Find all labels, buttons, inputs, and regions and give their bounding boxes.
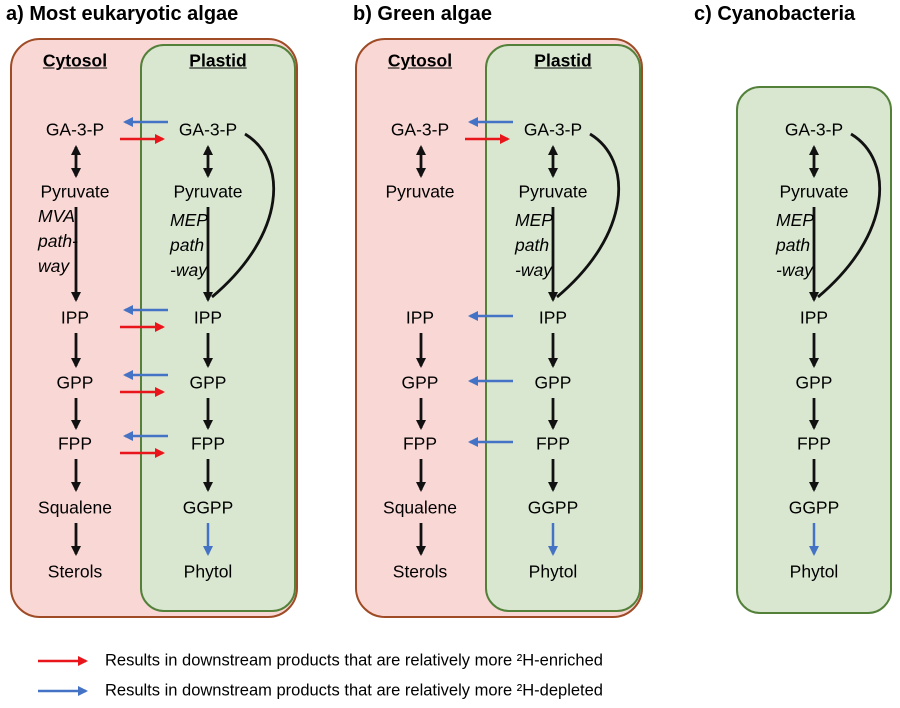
panel-most-eukaryotic-algae: a) Most eukaryotic algae bbox=[0, 0, 320, 640]
pathway-line: MEP bbox=[515, 210, 553, 230]
metabolite-label: Phytol bbox=[183, 561, 233, 582]
metabolite-label: IPP bbox=[193, 307, 223, 328]
metabolite-label: GPP bbox=[795, 372, 833, 393]
metabolite-label: Squalene bbox=[38, 497, 112, 518]
metabolite-label: Pyruvate bbox=[173, 181, 243, 202]
metabolite-label: GGPP bbox=[527, 497, 579, 518]
metabolite-label: Pyruvate bbox=[385, 181, 455, 202]
metabolite-label: Squalene bbox=[383, 497, 457, 518]
pathway-line: MEP bbox=[170, 210, 208, 230]
legend-text-depleted: Results in downstream products that are … bbox=[105, 681, 603, 700]
metabolite-label: IPP bbox=[538, 307, 568, 328]
metabolite-label: GA-3-P bbox=[523, 119, 583, 140]
metabolite-label: GA-3-P bbox=[390, 119, 450, 140]
panel-title: a) Most eukaryotic algae bbox=[6, 3, 239, 25]
metabolite-label: Pyruvate bbox=[40, 181, 110, 202]
panel-green-algae: b) Green algae Cytosol Plastid bbox=[345, 0, 665, 640]
curve-ga3p-ipp bbox=[817, 132, 881, 299]
metabolite-label: FPP bbox=[190, 433, 226, 454]
plastid-header: Plastid bbox=[534, 50, 592, 71]
metabolite-label: IPP bbox=[60, 307, 90, 328]
cytosol-header: Cytosol bbox=[42, 50, 108, 71]
mva-pathway-label: MVA path- way bbox=[38, 204, 78, 279]
cytosol-header: Cytosol bbox=[387, 50, 453, 71]
pathway-line: -way bbox=[515, 260, 552, 280]
panel-b-arrows bbox=[416, 117, 620, 556]
metabolite-label: GA-3-P bbox=[784, 119, 844, 140]
metabolite-label: Pyruvate bbox=[779, 181, 849, 202]
pathway-line: path bbox=[776, 235, 811, 255]
metabolite-label: GPP bbox=[401, 372, 439, 393]
pathway-line: path bbox=[515, 235, 550, 255]
mep-pathway-label: MEP path -way bbox=[776, 208, 814, 283]
metabolite-label: GGPP bbox=[182, 497, 234, 518]
metabolite-label: GGPP bbox=[788, 497, 840, 518]
pathway-line: path- bbox=[38, 231, 78, 251]
metabolite-label: GPP bbox=[189, 372, 227, 393]
pathway-line: MVA bbox=[38, 206, 75, 226]
metabolite-label: GA-3-P bbox=[178, 119, 238, 140]
metabolite-label: Sterols bbox=[392, 561, 448, 582]
metabolite-label: Phytol bbox=[528, 561, 578, 582]
legend-text-enriched: Results in downstream products that are … bbox=[105, 651, 603, 670]
metabolite-label: IPP bbox=[405, 307, 435, 328]
panel-title: b) Green algae bbox=[353, 3, 492, 25]
metabolite-label: Pyruvate bbox=[518, 181, 588, 202]
pathway-line: MEP bbox=[776, 210, 814, 230]
curve-ga3p-ipp bbox=[556, 132, 620, 299]
legend: Results in downstream products that are … bbox=[0, 640, 900, 708]
metabolite-label: GPP bbox=[56, 372, 94, 393]
metabolite-label: GA-3-P bbox=[45, 119, 105, 140]
mep-pathway-label: MEP path -way bbox=[515, 208, 553, 283]
panel-title: c) Cyanobacteria bbox=[694, 3, 856, 25]
metabolite-label: GPP bbox=[534, 372, 572, 393]
plastid-header: Plastid bbox=[189, 50, 247, 71]
pathway-line: -way bbox=[170, 260, 207, 280]
curve-ga3p-ipp bbox=[211, 132, 275, 299]
metabolite-label: Sterols bbox=[47, 561, 103, 582]
metabolite-label: FPP bbox=[796, 433, 832, 454]
metabolite-label: FPP bbox=[535, 433, 571, 454]
pathway-line: path bbox=[170, 235, 205, 255]
panel-cyanobacteria: c) Cyanobacteria GA-3-P Pyruvate IPP GPP… bbox=[690, 0, 900, 640]
panel-c-arrows bbox=[809, 132, 881, 556]
mep-pathway-label: MEP path -way bbox=[170, 208, 208, 283]
metabolite-label: FPP bbox=[57, 433, 93, 454]
panel-a-arrows bbox=[71, 117, 275, 556]
metabolite-label: IPP bbox=[799, 307, 829, 328]
legend-arrows bbox=[38, 656, 88, 696]
metabolite-label: FPP bbox=[402, 433, 438, 454]
pathway-line: -way bbox=[776, 260, 813, 280]
pathway-line: way bbox=[38, 256, 70, 276]
metabolite-label: Phytol bbox=[789, 561, 839, 582]
plastid-compartment-box bbox=[485, 44, 641, 612]
